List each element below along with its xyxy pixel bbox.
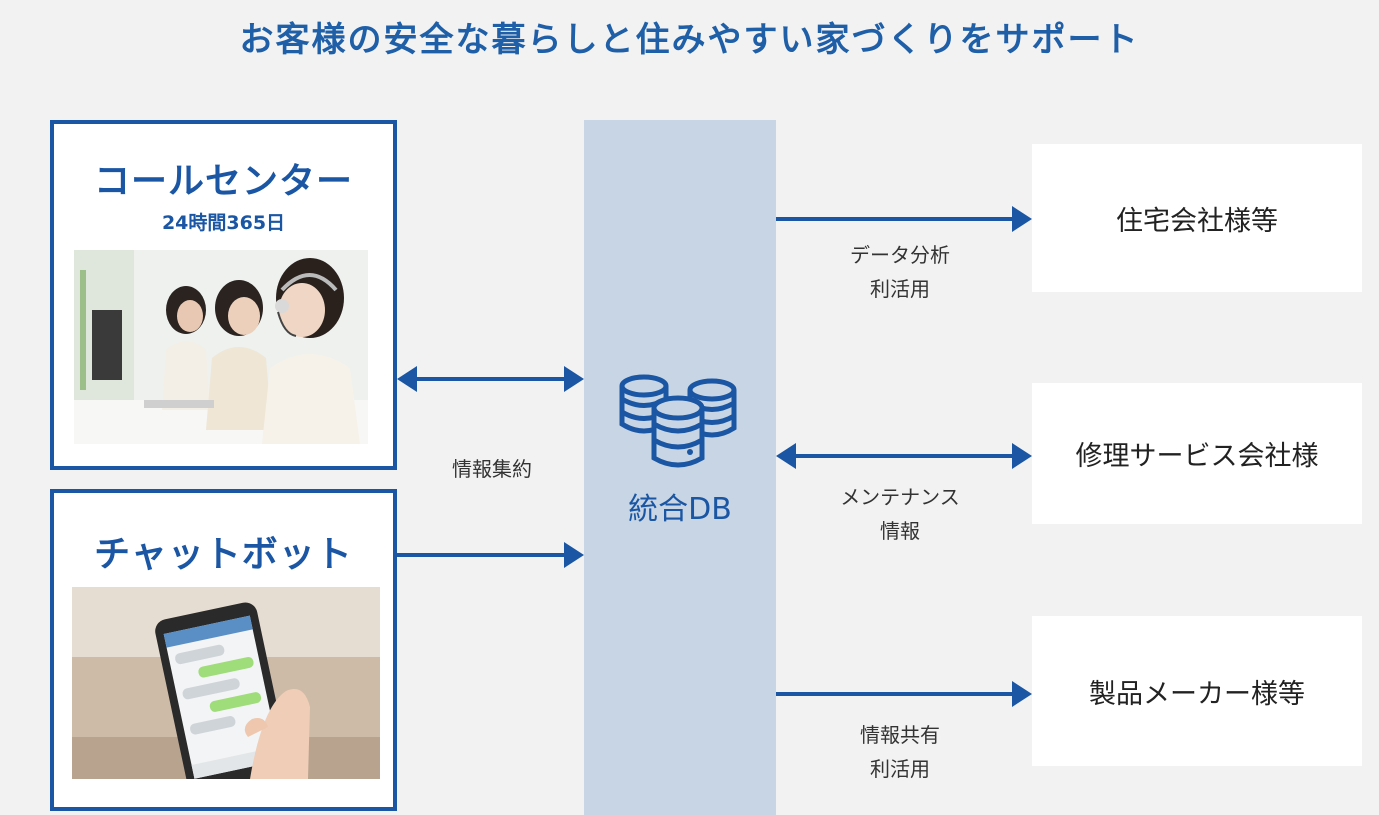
- chatbot-photo: [72, 587, 380, 779]
- edge-label-housing-line1: データ分析: [850, 243, 950, 267]
- destination-repair-label: 修理サービス会社様: [1075, 441, 1319, 472]
- arrow-chatbot-db: [397, 542, 584, 568]
- arrow-callcenter-db: [397, 366, 584, 392]
- edge-label-repair-line2: 情報: [880, 519, 920, 543]
- page-title: お客様の安全な暮らしと住みやすい家づくりをサポート: [239, 20, 1140, 60]
- chatbot-box: チャットボット: [50, 489, 397, 811]
- edge-label-housing: データ分析 利活用: [800, 238, 1000, 306]
- edge-label-inbound-text: 情報集約: [452, 457, 532, 481]
- callcenter-photo: [74, 250, 368, 444]
- edge-label-repair: メンテナンス 情報: [800, 480, 1000, 548]
- arrow-db-repair: [776, 443, 1032, 469]
- edge-label-repair-line1: メンテナンス: [840, 485, 960, 509]
- destination-housing-label: 住宅会社様等: [1116, 205, 1278, 237]
- edge-label-maker-line1: 情報共有: [860, 723, 940, 747]
- callcenter-subtitle: 24時間365日: [161, 212, 286, 234]
- database-icon: [616, 372, 742, 474]
- edge-label-maker: 情報共有 利活用: [800, 718, 1000, 786]
- callcenter-title: コールセンター: [93, 161, 353, 202]
- destination-product-makers: 製品メーカー様等: [1032, 616, 1362, 766]
- chatbot-title: チャットボット: [94, 534, 353, 575]
- destination-housing-companies: 住宅会社様等: [1032, 144, 1362, 292]
- arrow-db-maker: [776, 681, 1032, 707]
- integrated-db-column: [584, 120, 776, 815]
- edge-label-maker-line2: 利活用: [870, 757, 930, 781]
- destination-maker-label: 製品メーカー様等: [1089, 678, 1305, 710]
- callcenter-box: コールセンター 24時間365日: [50, 120, 397, 470]
- integrated-db-label: 統合DB: [628, 492, 732, 527]
- edge-label-housing-line2: 利活用: [870, 277, 930, 301]
- destination-repair-companies: 修理サービス会社様: [1032, 383, 1362, 524]
- arrow-db-housing: [776, 206, 1032, 232]
- edge-label-inbound: 情報集約: [412, 452, 572, 486]
